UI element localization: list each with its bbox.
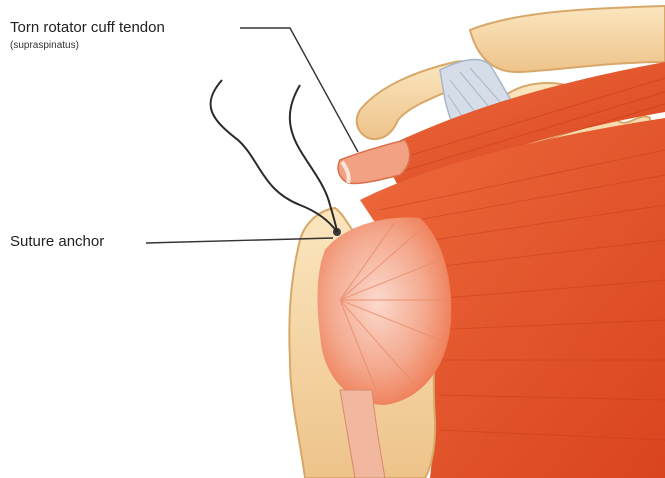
- clavicle-bone: [470, 6, 665, 72]
- suture-thread-left: [211, 80, 337, 232]
- suture-anchor-label: Suture anchor: [10, 233, 104, 250]
- torn-tendon-label: Torn rotator cuff tendon: [10, 19, 165, 36]
- tendon-insertion: [317, 217, 451, 405]
- torn-tendon-leader-line: [240, 28, 358, 152]
- torn-tendon-sublabel: (supraspinatus): [10, 40, 79, 51]
